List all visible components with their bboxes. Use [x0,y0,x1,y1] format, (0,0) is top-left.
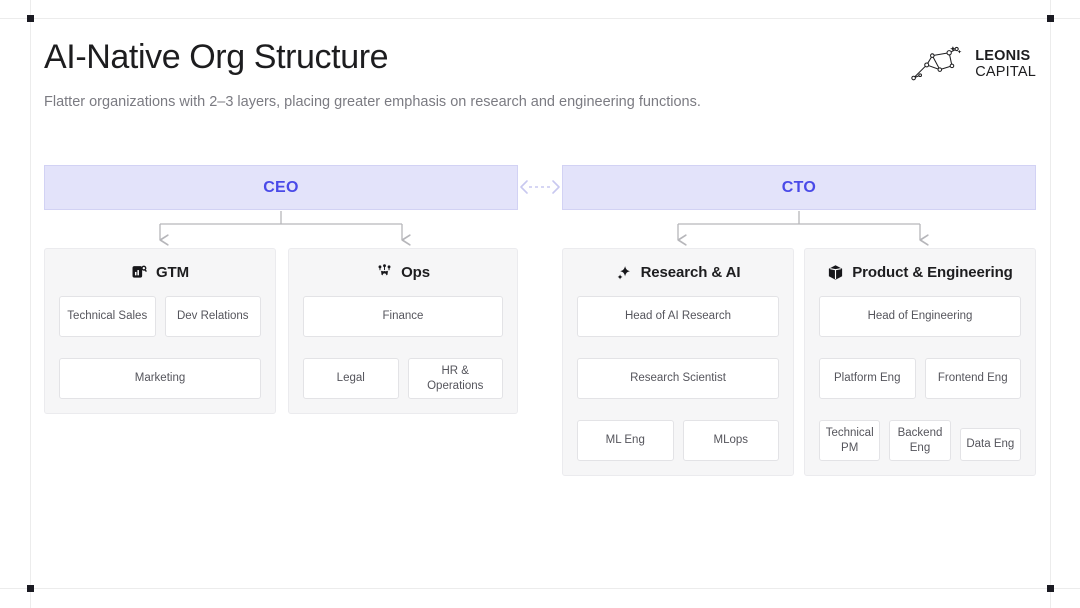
page-subtitle: Flatter organizations with 2–3 layers, p… [44,94,701,111]
brand-logo: LEONIS CAPITAL [908,44,1036,84]
org-node[interactable]: Data Eng [959,428,1021,461]
bar-chart-search-icon [132,265,147,278]
org-column-ops-title: Ops [401,263,430,281]
org-column-product-engineering-title: Product & Engineering [852,263,1013,281]
org-node[interactable]: Head of Engineering [819,296,1021,337]
org-column-research-title: Research & AI [640,263,741,281]
org-column-ops-header: Ops [303,261,503,283]
exec-node-cto-label: CTO [781,178,817,196]
org-row: Finance [303,296,503,337]
org-column-gtm-header: GTM [59,261,261,283]
crop-mark-top-left [27,15,34,22]
org-column-product-engineering: Product & Engineering Head of Engineerin… [804,248,1036,476]
org-column-research: Research & AI Head of AI Research Resear… [562,248,794,476]
org-node[interactable]: Technical PM [819,420,881,461]
org-column-gtm-title: GTM [155,263,190,281]
org-row: Head of Engineering [819,296,1021,337]
org-column-research-header: Research & AI [577,261,779,283]
crop-guide-top [0,18,1080,19]
org-node[interactable]: HR & Operations [407,358,503,399]
crop-mark-top-right [1047,15,1054,22]
org-row: Legal HR & Operations [303,358,503,399]
org-node[interactable]: Head of AI Research [577,296,779,337]
header: AI-Native Org Structure Flatter organiza… [44,38,1036,114]
page-title: AI-Native Org Structure [44,38,389,76]
org-node[interactable]: Finance [303,296,503,337]
exec-node-ceo-label: CEO [263,178,299,196]
ceo-cto-peer-link-icon [520,180,560,194]
org-node[interactable]: Legal [303,358,399,399]
crop-mark-bottom-left [27,585,34,592]
gear-nodes-icon [378,263,391,277]
org-row: Technical Sales Dev Relations [59,296,261,337]
logo-line-1: LEONIS [975,47,1031,64]
org-row: Platform Eng Frontend Eng [819,358,1021,399]
org-node[interactable]: Frontend Eng [924,358,1021,399]
sparkle-icon [617,265,630,280]
org-node[interactable]: Marketing [59,358,261,399]
org-row: Marketing [59,358,261,399]
org-node[interactable]: Backend Eng [889,420,951,461]
org-node[interactable]: Platform Eng [819,358,916,399]
org-row: ML Eng MLops [577,420,779,461]
logo-line-2: CAPITAL [975,64,1036,80]
org-node[interactable]: Research Scientist [577,358,779,399]
crop-guide-right [1050,0,1051,608]
logo-wordmark: LEONIS CAPITAL [975,47,1036,80]
crop-mark-bottom-right [1047,585,1054,592]
org-column-ops: Ops Finance Legal HR & Operations [288,248,518,414]
org-row: Head of AI Research [577,296,779,337]
cube-icon [829,264,843,280]
org-node[interactable]: Technical Sales [59,296,156,337]
crop-guide-left [30,0,31,608]
org-column-gtm: GTM Technical Sales Dev Relations Market… [44,248,276,414]
org-column-product-engineering-header: Product & Engineering [819,261,1021,283]
crop-guide-bottom [0,588,1080,589]
org-row: Research Scientist [577,358,779,399]
org-row: Technical PM Backend Eng Data Eng [819,420,1021,461]
org-node[interactable]: Dev Relations [164,296,261,337]
org-node[interactable]: MLops [682,420,779,461]
exec-node-cto[interactable]: CTO [562,165,1036,210]
org-node[interactable]: ML Eng [577,420,674,461]
leo-constellation-icon [911,46,962,81]
exec-node-ceo[interactable]: CEO [44,165,518,210]
